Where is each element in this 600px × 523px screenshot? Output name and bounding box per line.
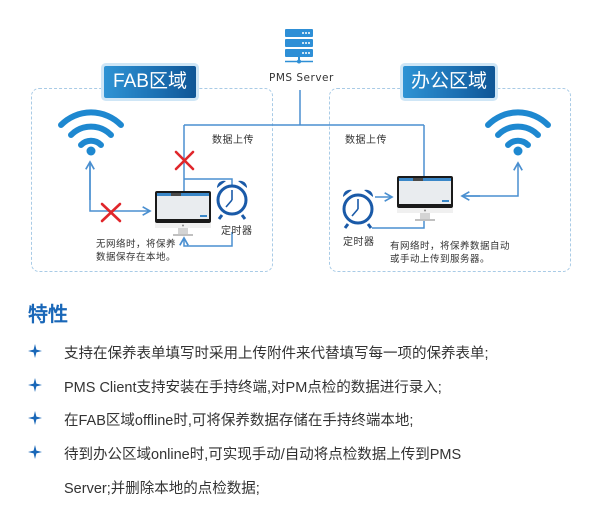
office-wifi-icon: [485, 109, 551, 156]
fab-zone-title: FAB区域: [104, 66, 196, 98]
sparkle-bullet-icon: [28, 344, 42, 358]
office-zone-title: 办公区域: [403, 66, 495, 98]
fab-note-line-2: 数据保存在本地。: [96, 252, 177, 263]
server-icon: [285, 29, 313, 64]
sparkle-bullet-icon: [28, 378, 42, 392]
fab-upload-label: 数据上传: [212, 135, 254, 146]
office-note-line-2: 或手动上传到服务器。: [390, 254, 491, 265]
server-label: PMS Server: [269, 72, 334, 84]
office-note: 有网络时，将保养数据自动 或手动上传到服务器。: [390, 240, 510, 266]
feature-text-continued: Server;并删除本地的点检数据;: [64, 481, 260, 497]
office-timer-clock-icon: [342, 189, 374, 229]
feature-text: 在FAB区域offline时,可将保养数据存储在手持终端本地;: [64, 413, 414, 429]
fab-terminal-monitor-icon: [155, 191, 211, 236]
fab-timer-clock-icon: [216, 180, 248, 220]
features-title: 特性: [28, 302, 68, 326]
fab-note: 无网络时，将保养 数据保存在本地。: [96, 238, 176, 264]
fab-note-line-1: 无网络时，将保养: [96, 239, 177, 250]
office-timer-loop: [372, 219, 425, 229]
office-note-line-1: 有网络时，将保养数据自动: [390, 241, 511, 252]
fab-wifi-icon: [58, 109, 124, 156]
sparkle-bullet-icon: [28, 411, 42, 425]
office-upload-label: 数据上传: [345, 135, 387, 146]
feature-text: 支持在保养表单填写时采用上传附件来代替填写每一项的保养表单;: [64, 346, 489, 362]
feature-text: 待到办公区域online时,可实现手动/自动将点检数据上传到PMS: [64, 447, 462, 463]
fab-timer-label: 定时器: [221, 226, 253, 237]
connection-lines: [85, 90, 523, 247]
feature-text: PMS Client支持安装在手持终端,对PM点检的数据进行录入;: [64, 380, 442, 396]
wifi-blocked-cross-icon: [100, 202, 122, 223]
fab-timer-loop: [179, 232, 233, 247]
sparkle-bullet-icon: [28, 445, 42, 459]
fab-timer-link: [184, 178, 233, 186]
office-timer-label: 定时器: [343, 237, 375, 248]
upload-blocked-cross-icon: [174, 150, 195, 171]
office-terminal-monitor-icon: [397, 176, 453, 221]
office-wifi-link: [463, 161, 523, 197]
